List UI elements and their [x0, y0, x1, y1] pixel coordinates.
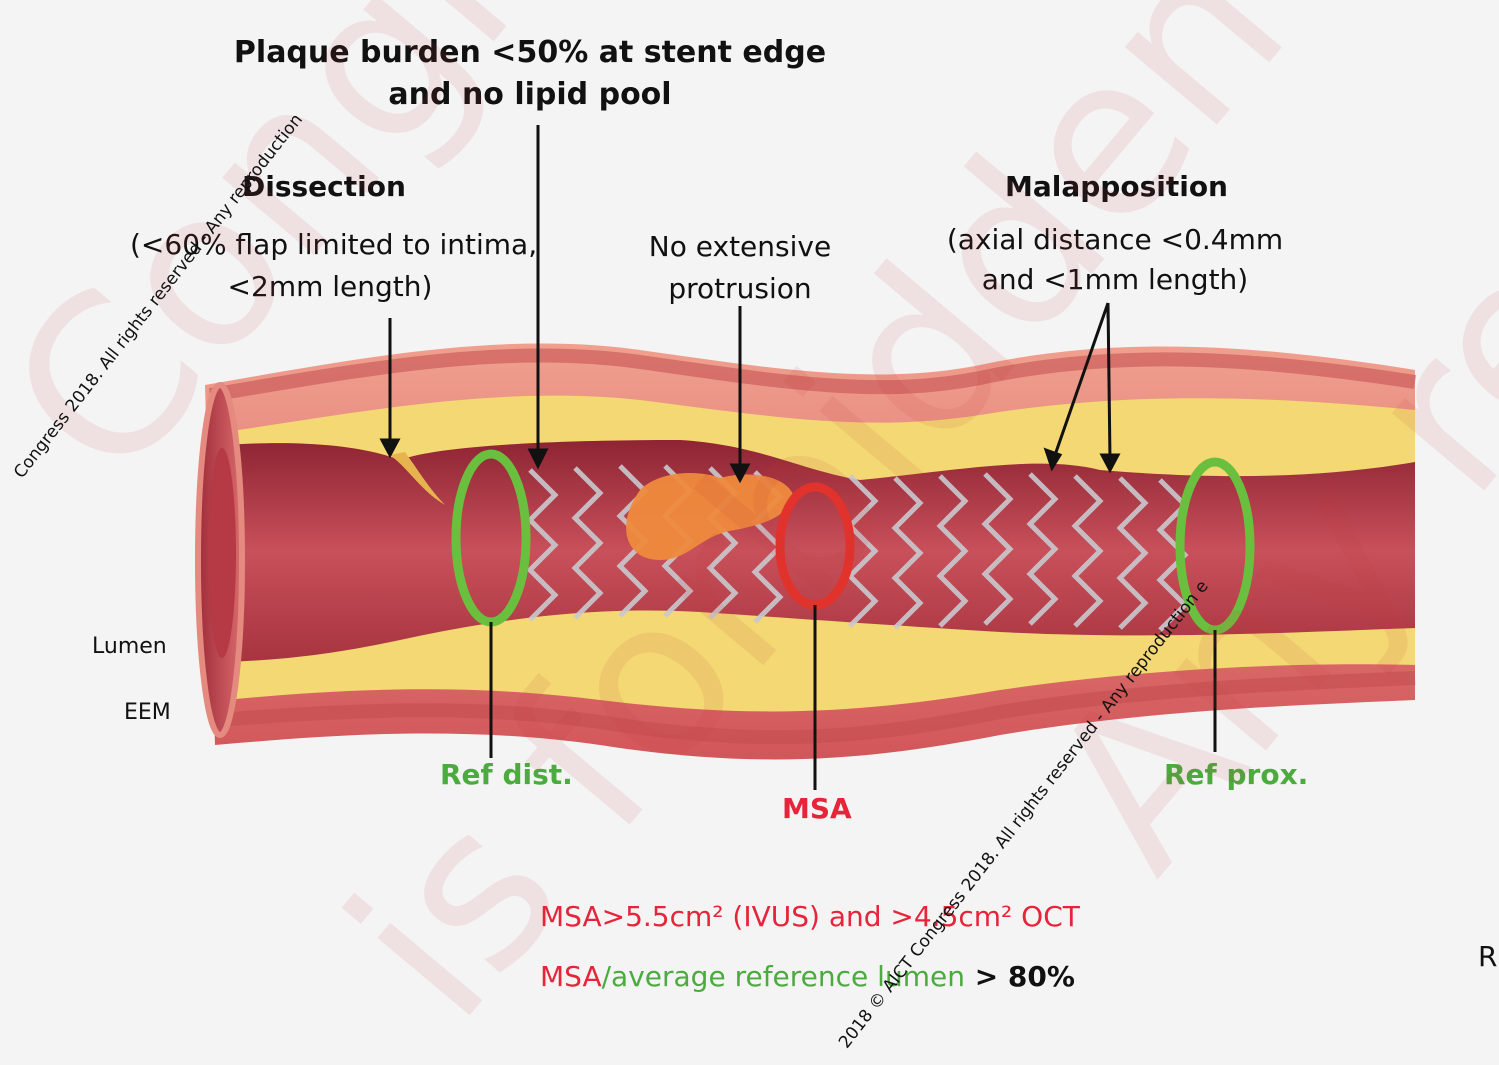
edge-letter: R: [1478, 940, 1497, 973]
figure-stage: Plaque burden <50% at stent edge and no …: [0, 0, 1499, 1030]
ref-prox-label: Ref prox.: [1164, 758, 1308, 791]
protrusion-label: No extensive protrusion: [630, 226, 850, 310]
criteria-line1: MSA>5.5cm² (IVUS) and >4.5cm² OCT: [540, 900, 1080, 933]
plaque-burden-line2: and no lipid pool: [0, 74, 1060, 116]
lumen-label: Lumen: [92, 634, 167, 659]
ref-dist-label: Ref dist.: [440, 758, 573, 791]
criteria-line2: MSA/average reference lumen > 80%: [540, 960, 1075, 993]
malapposition-line1: (axial distance <0.4mm: [940, 220, 1290, 260]
protrusion-line2: protrusion: [630, 268, 850, 310]
malapposition-criteria: (axial distance <0.4mm and <1mm length): [940, 220, 1290, 300]
dissection-title: Dissection: [242, 170, 406, 203]
plaque-burden-line1: Plaque burden <50% at stent edge: [0, 32, 1060, 74]
vessel-open-lumen: [208, 448, 236, 658]
malapposition-title: Malapposition: [1005, 170, 1228, 203]
dissection-line2: <2mm length): [130, 266, 530, 308]
vessel-illustration: [0, 0, 1499, 1030]
plaque-burden-label: Plaque burden <50% at stent edge and no …: [0, 32, 1060, 116]
criteria-msa: MSA: [540, 960, 602, 993]
msa-label: MSA: [782, 792, 852, 825]
protrusion-line1: No extensive: [630, 226, 850, 268]
malapposition-line2: and <1mm length): [940, 260, 1290, 300]
criteria-threshold: > 80%: [965, 960, 1075, 993]
eem-label: EEM: [124, 700, 171, 725]
